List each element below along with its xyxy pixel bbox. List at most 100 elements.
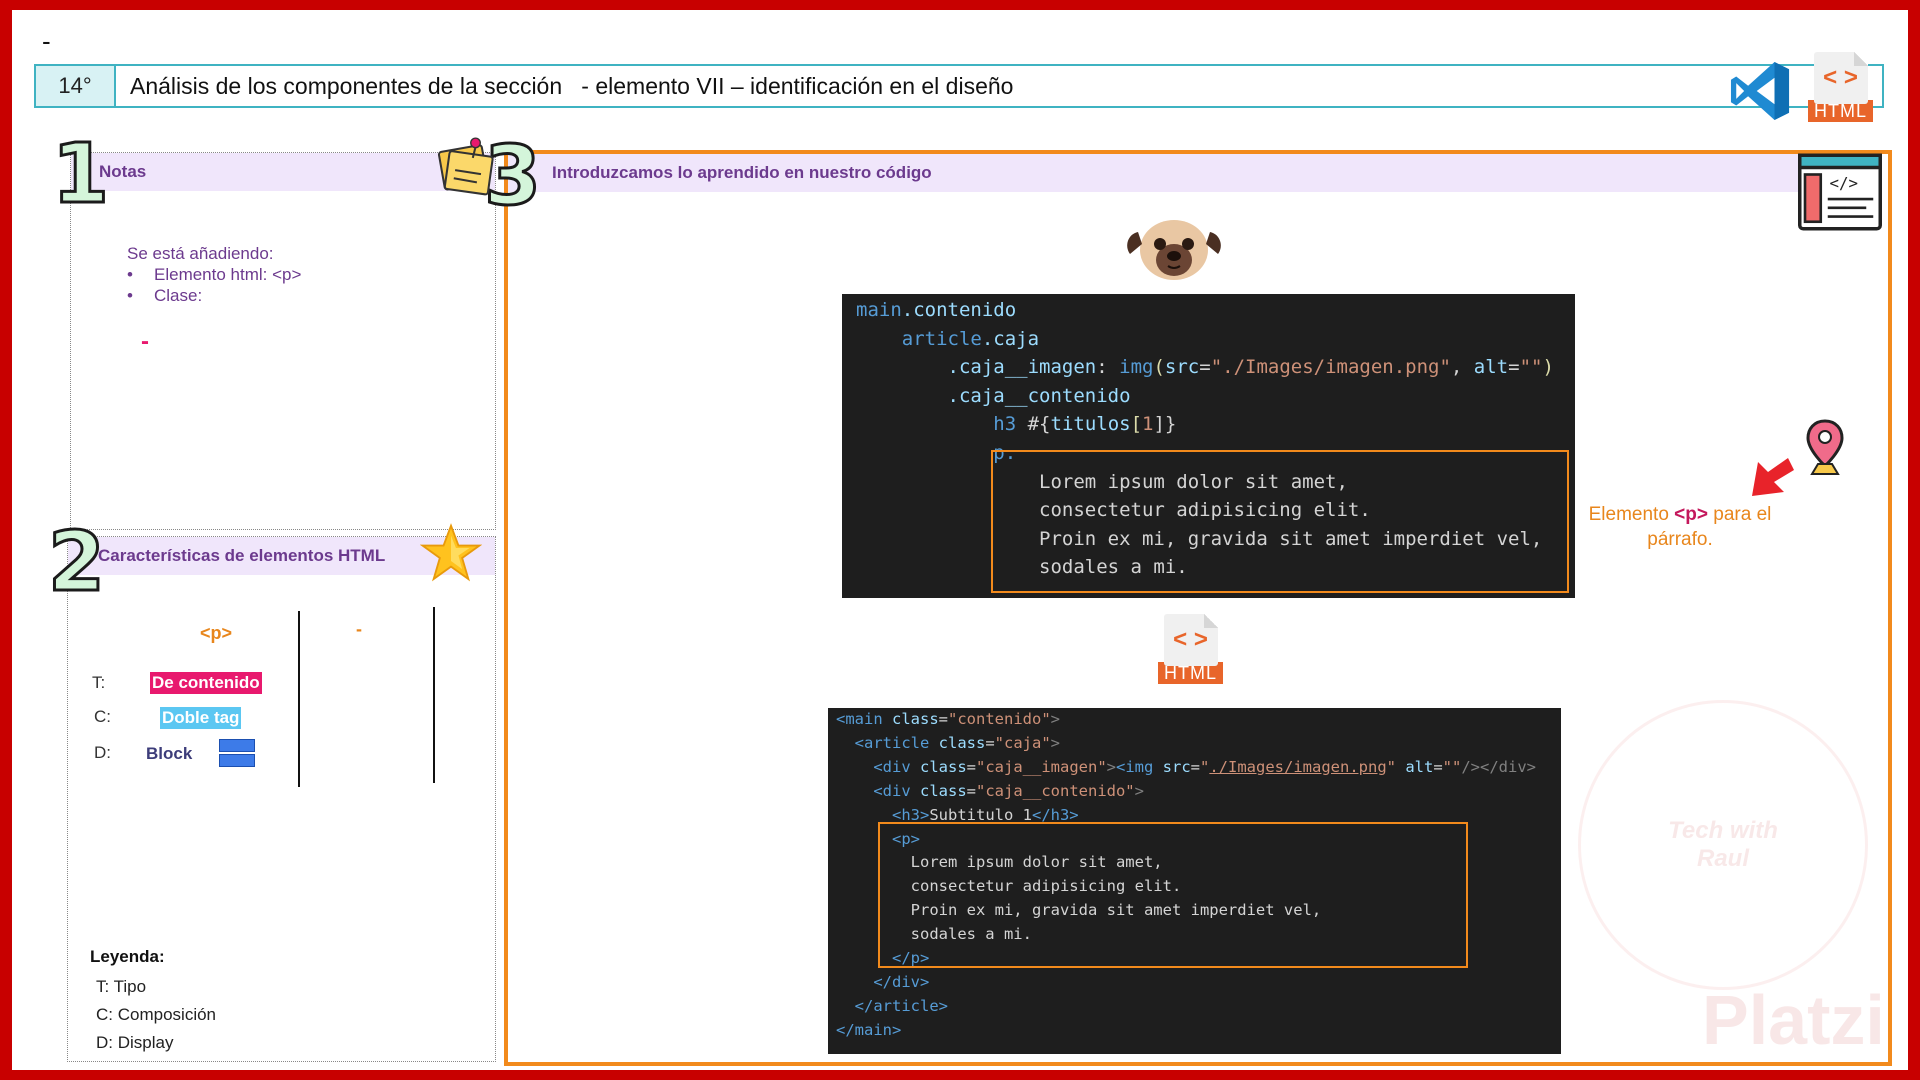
html-line-4: <div class="caja__contenido"> [836, 780, 1561, 804]
html-line-2: <article class="caja"> [836, 732, 1561, 756]
legend-item-t: T: Tipo [96, 977, 146, 997]
pug-token: , [1450, 356, 1474, 379]
legend-key-t: T: [96, 977, 110, 996]
feature-value-display: Block [146, 744, 193, 763]
html-token: class [910, 757, 967, 776]
html-token: /></div> [1461, 757, 1536, 776]
watermark-line-1: Tech with [1668, 817, 1778, 844]
html-token: "caja__contenido" [976, 781, 1135, 800]
html-token: " [1386, 757, 1396, 776]
feature-label-d: D: [94, 743, 111, 762]
html-token: <div [873, 757, 911, 776]
html-line-10: sodales a mi. [836, 923, 1561, 947]
slide-header: 14° Análisis de los componentes de la se… [34, 64, 1884, 108]
notes-dash: - [141, 328, 149, 355]
pug-line-4: .caja__contenido [856, 382, 1575, 411]
html-token: > [1106, 757, 1116, 776]
html-token: </main> [836, 1020, 902, 1039]
html-token: alt [1396, 757, 1434, 776]
html-file-badge: HTML [1158, 662, 1223, 684]
pug-token: p. [993, 441, 1017, 464]
pug-highlight-box [991, 450, 1569, 593]
location-pin-icon [1806, 419, 1844, 475]
html-token: <img [1116, 757, 1154, 776]
pug-token: main [856, 299, 902, 321]
html-token: > [1134, 781, 1144, 800]
legend-item-d: D: Display [96, 1033, 173, 1053]
section-number-3: 3 [482, 129, 542, 224]
html-token: <article [854, 733, 930, 752]
legend-key-c: C: [96, 1005, 113, 1024]
html-file-glyph: < > [1163, 614, 1218, 666]
html-line-13: </article> [836, 995, 1561, 1019]
html-token: = [1190, 757, 1200, 776]
code-panel: Introduzcamos lo aprendido en nuestro có… [504, 150, 1892, 1066]
annotation-text-after: para el [1707, 504, 1772, 525]
notes-item-element: Elemento html: <p> [127, 264, 301, 285]
html-line-5: <h3>Subtitulo 1</h3> [836, 804, 1561, 828]
html-token: </article> [854, 996, 948, 1015]
pug-token: #{ [1016, 413, 1051, 436]
html-token: consectetur adipisicing elit. [910, 877, 1182, 896]
pug-line-2: article.caja [856, 325, 1575, 354]
pug-token: = [1199, 356, 1211, 379]
pug-token: "./Images/imagen.png" [1210, 356, 1451, 379]
html-highlight-box [878, 822, 1468, 968]
pug-token: titulos [1050, 413, 1131, 436]
pug-token: article [901, 327, 982, 350]
html-token: Subtitulo 1 [929, 805, 1032, 824]
pug-token: .caja [981, 327, 1040, 350]
annotation-text-before: Elemento [1588, 504, 1675, 525]
pug-token: ( [1153, 356, 1165, 379]
pug-code-block: main.contenido article.caja .caja__image… [842, 294, 1575, 598]
pug-token: .contenido [901, 299, 1017, 321]
legend-value-t: Tipo [113, 977, 147, 996]
html-line-3: <div class="caja__imagen"><img src="./Im… [836, 756, 1561, 780]
html-line-14: </main> [836, 1019, 1561, 1043]
legend-value-d: Display [117, 1033, 174, 1052]
html-file-icon: < > HTML [1808, 52, 1873, 122]
html-token: = [966, 757, 976, 776]
pug-token: consectetur adipisicing elit. [1039, 499, 1371, 522]
legend-key-d: D: [96, 1033, 113, 1052]
pug-token: Proin ex mi, gravida sit amet imperdiet … [1039, 527, 1543, 550]
pug-token: [ [1130, 413, 1143, 436]
watermark-line-2: Raul [1696, 845, 1749, 872]
p-element-annotation: Elemento <p> para el párrafo. [1572, 502, 1788, 552]
slide-number: 14° [36, 66, 116, 106]
features-divider-1 [298, 611, 300, 787]
slide-title: Análisis de los componentes de la secció… [130, 72, 1014, 99]
html-token: class [929, 733, 986, 752]
pug-line-9: Proin ex mi, gravida sit amet imperdiet … [856, 525, 1575, 554]
slide: - 14° Análisis de los componentes de la … [12, 10, 1908, 1070]
html-token: <main [836, 710, 883, 728]
html-line-7: Lorem ipsum dolor sit amet, [836, 851, 1561, 875]
html-token: = [1433, 757, 1443, 776]
html-token: "caja" [994, 733, 1051, 752]
red-arrow-icon [1752, 458, 1794, 496]
html-token: src [1153, 757, 1191, 776]
block-display-icon [219, 739, 255, 767]
html-file-badge: HTML [1808, 100, 1873, 122]
html-token: = [938, 710, 949, 728]
html-token: sodales a mi. [910, 925, 1032, 944]
feature-value-composition: Doble tag [160, 707, 242, 729]
html-line-11: </p> [836, 947, 1561, 971]
html-token: <div [873, 781, 911, 800]
html-token: </div> [873, 972, 930, 991]
pug-token: Lorem ipsum dolor sit amet, [1039, 470, 1348, 493]
tech-with-raul-watermark: Tech with Raul [1578, 700, 1868, 990]
feature-value-type: De contenido [150, 672, 262, 694]
html-token: class [910, 781, 967, 800]
annotation-text-line2: párrafo. [1647, 529, 1713, 550]
html-token: "contenido" [948, 710, 1051, 728]
pug-token: = [1508, 356, 1520, 379]
html-token: "" [1442, 757, 1462, 776]
html-token: = [985, 733, 995, 752]
html-token: = [966, 781, 976, 800]
code-window-icon: </> [1798, 153, 1882, 231]
notes-item-class: Clase: [127, 285, 301, 306]
features-dash: - [356, 619, 362, 639]
pug-token: "" [1519, 356, 1543, 379]
legend-title: Leyenda: [90, 947, 165, 966]
